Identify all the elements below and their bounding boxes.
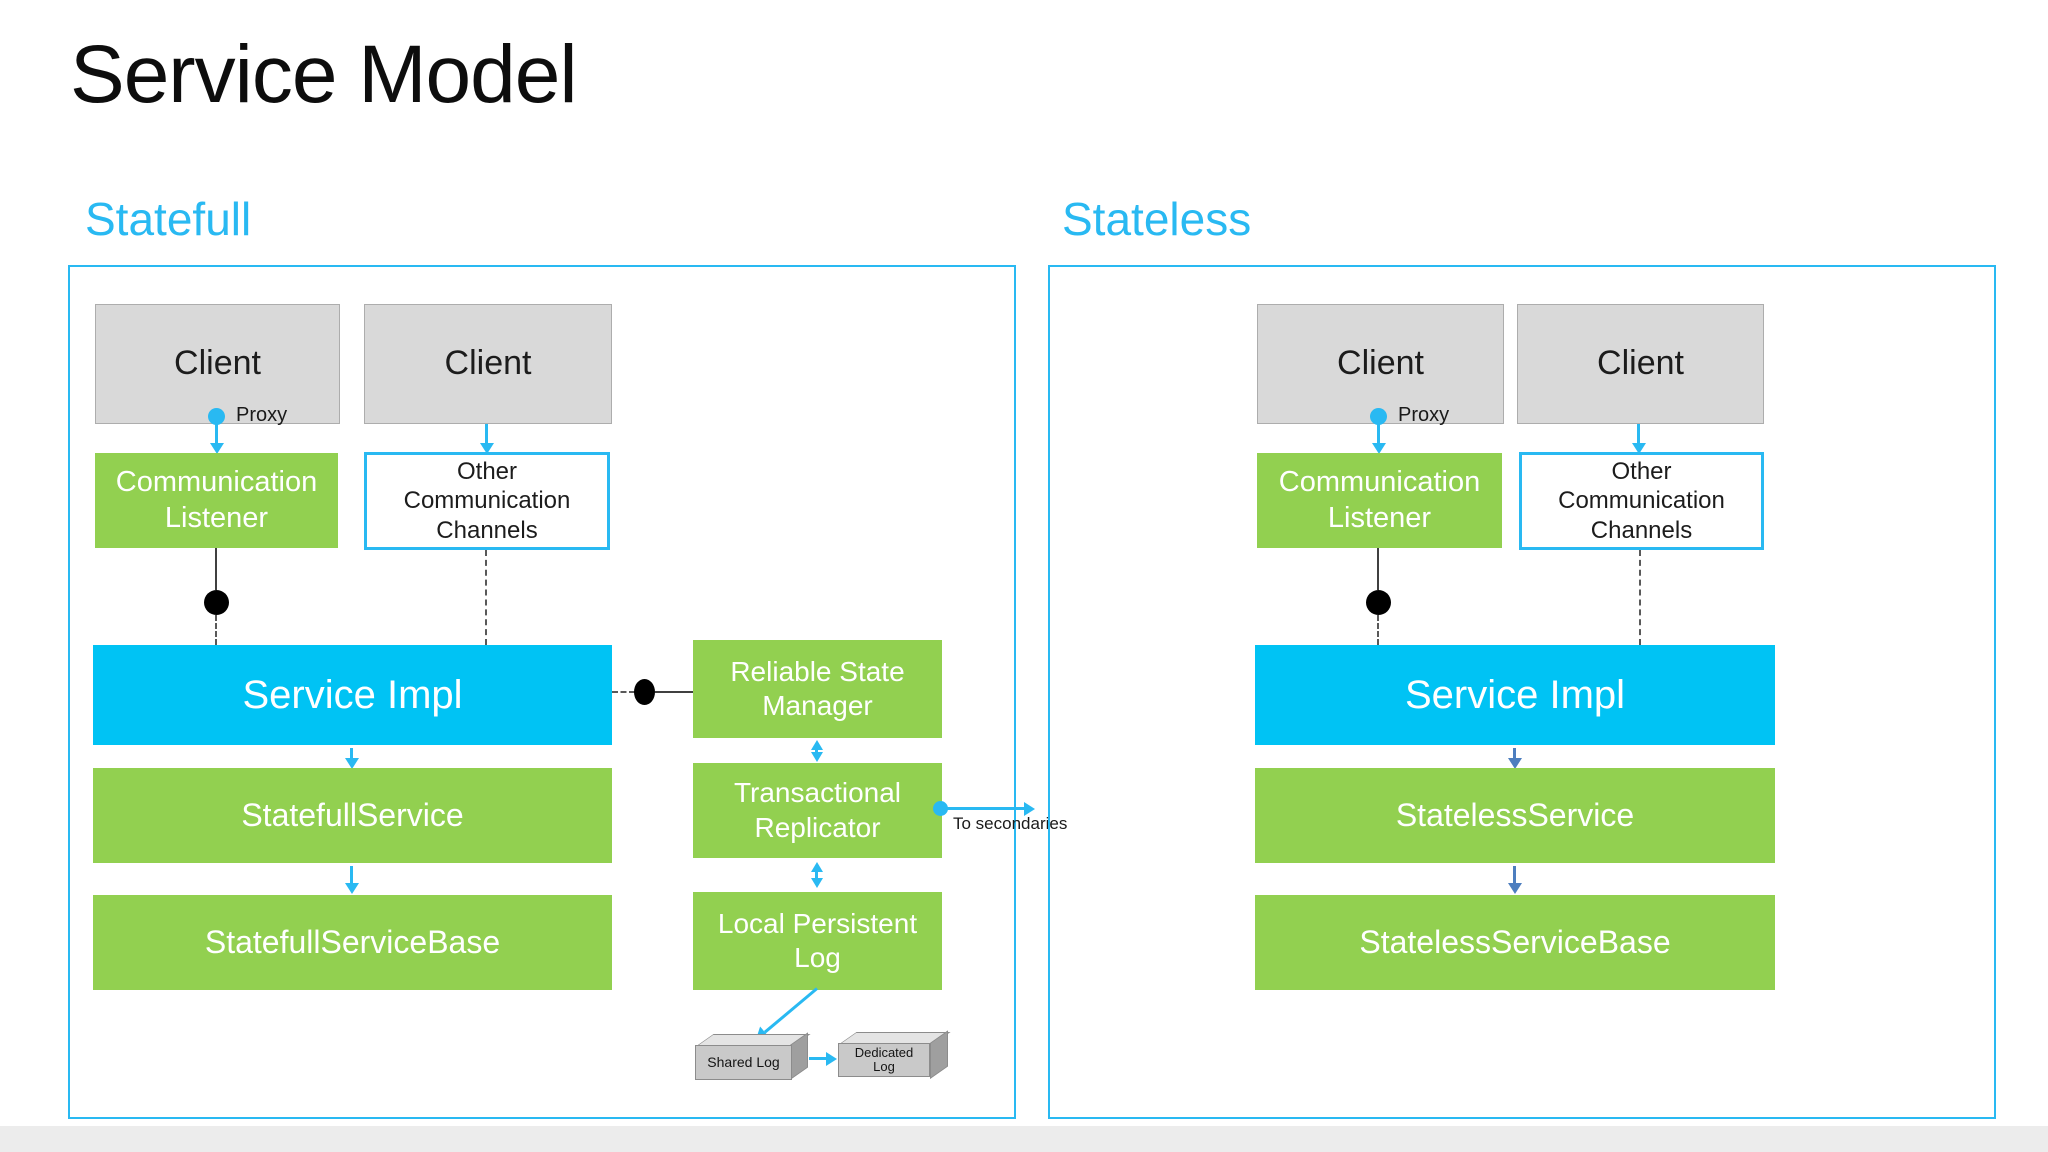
shared-log-front: Shared Log: [695, 1045, 792, 1080]
statefull-section-label: Statefull: [85, 193, 252, 245]
client-box: Client: [1257, 304, 1504, 424]
service-impl-label: Service Impl: [1404, 672, 1626, 717]
arrow-service-to-base: [1513, 866, 1516, 883]
double-arrow-replicator-log: [815, 872, 818, 878]
statefull-panel: [68, 265, 1016, 1119]
client-label: Client: [444, 344, 532, 383]
statefull-service-base-box: StatefullServiceBase: [93, 895, 612, 990]
dedicated-log-label: Dedicated Log: [854, 1044, 914, 1074]
reliable-state-manager-label: Reliable State Manager: [730, 655, 905, 721]
dashed-connector: [485, 550, 487, 645]
client-box: Client: [95, 304, 340, 424]
listener-connector-line: [215, 548, 217, 590]
communication-listener-label: Communication Listener: [115, 466, 318, 534]
double-arrow-manager-replicator: [815, 750, 818, 752]
shared-log-label: Shared Log: [707, 1053, 780, 1070]
client-box: Client: [1517, 304, 1764, 424]
arrow-client-to-listener: [215, 424, 218, 443]
other-channels-label: Other Communication Channels: [1558, 458, 1725, 544]
dashed-connector: [1639, 550, 1641, 645]
other-channels-box: Other Communication Channels: [364, 452, 610, 550]
stateless-service-base-box: StatelessServiceBase: [1255, 895, 1775, 990]
manager-connector-line: [655, 691, 693, 693]
service-impl-box: Service Impl: [1255, 645, 1775, 745]
communication-listener-box: Communication Listener: [1257, 453, 1502, 548]
dashed-connector: [215, 615, 217, 645]
arrow-shared-to-dedicated: [809, 1057, 826, 1060]
page-title: Service Model: [70, 29, 578, 120]
stateless-service-label: StatelessService: [1395, 796, 1635, 833]
lollipop-interface-icon: [204, 590, 229, 615]
bottom-margin-strip: [0, 1126, 2048, 1152]
dashed-connector: [1377, 615, 1379, 645]
replicator-port-dot-icon: [933, 801, 948, 816]
arrow-client-to-channels: [1637, 424, 1640, 443]
client-label: Client: [174, 344, 261, 383]
local-persistent-log-box: Local Persistent Log: [693, 892, 942, 990]
proxy-label: Proxy: [236, 404, 288, 426]
lollipop-interface-icon: [1366, 590, 1391, 615]
arrow-to-secondaries: [946, 807, 1024, 810]
client-label: Client: [1597, 344, 1684, 383]
client-label: Client: [1337, 344, 1424, 383]
dashed-connector: [612, 691, 635, 693]
arrow-client-to-listener: [1377, 424, 1380, 443]
service-impl-label: Service Impl: [242, 672, 463, 717]
stateless-panel: [1048, 265, 1996, 1119]
other-channels-label: Other Communication Channels: [403, 458, 571, 544]
arrow-impl-to-service: [1513, 748, 1516, 758]
communication-listener-label: Communication Listener: [1278, 466, 1481, 534]
arrow-impl-to-service: [350, 748, 353, 758]
service-impl-box: Service Impl: [93, 645, 612, 745]
dedicated-log-front: Dedicated Log: [838, 1043, 930, 1077]
stateless-service-box: StatelessService: [1255, 768, 1775, 863]
client-box: Client: [364, 304, 612, 424]
listener-connector-line: [1377, 548, 1379, 590]
transactional-replicator-box: Transactional Replicator: [693, 763, 942, 858]
statefull-service-base-label: StatefullServiceBase: [204, 923, 501, 960]
lollipop-interface-icon: [634, 679, 655, 705]
arrow-client-to-channels: [485, 424, 488, 443]
stateless-section-label: Stateless: [1062, 193, 1252, 245]
arrow-service-to-base: [350, 866, 353, 883]
proxy-dot-icon: [1370, 408, 1387, 425]
proxy-dot-icon: [208, 408, 225, 425]
proxy-label: Proxy: [1398, 404, 1450, 426]
reliable-state-manager-box: Reliable State Manager: [693, 640, 942, 738]
transactional-replicator-label: Transactional Replicator: [733, 777, 902, 843]
other-channels-box: Other Communication Channels: [1519, 452, 1764, 550]
statefull-service-label: StatefullService: [241, 796, 464, 833]
local-persistent-log-label: Local Persistent Log: [717, 907, 918, 973]
to-secondaries-label: To secondaries: [953, 814, 1068, 833]
statefull-service-box: StatefullService: [93, 768, 612, 863]
stateless-service-base-label: StatelessServiceBase: [1359, 923, 1671, 960]
communication-listener-box: Communication Listener: [95, 453, 338, 548]
